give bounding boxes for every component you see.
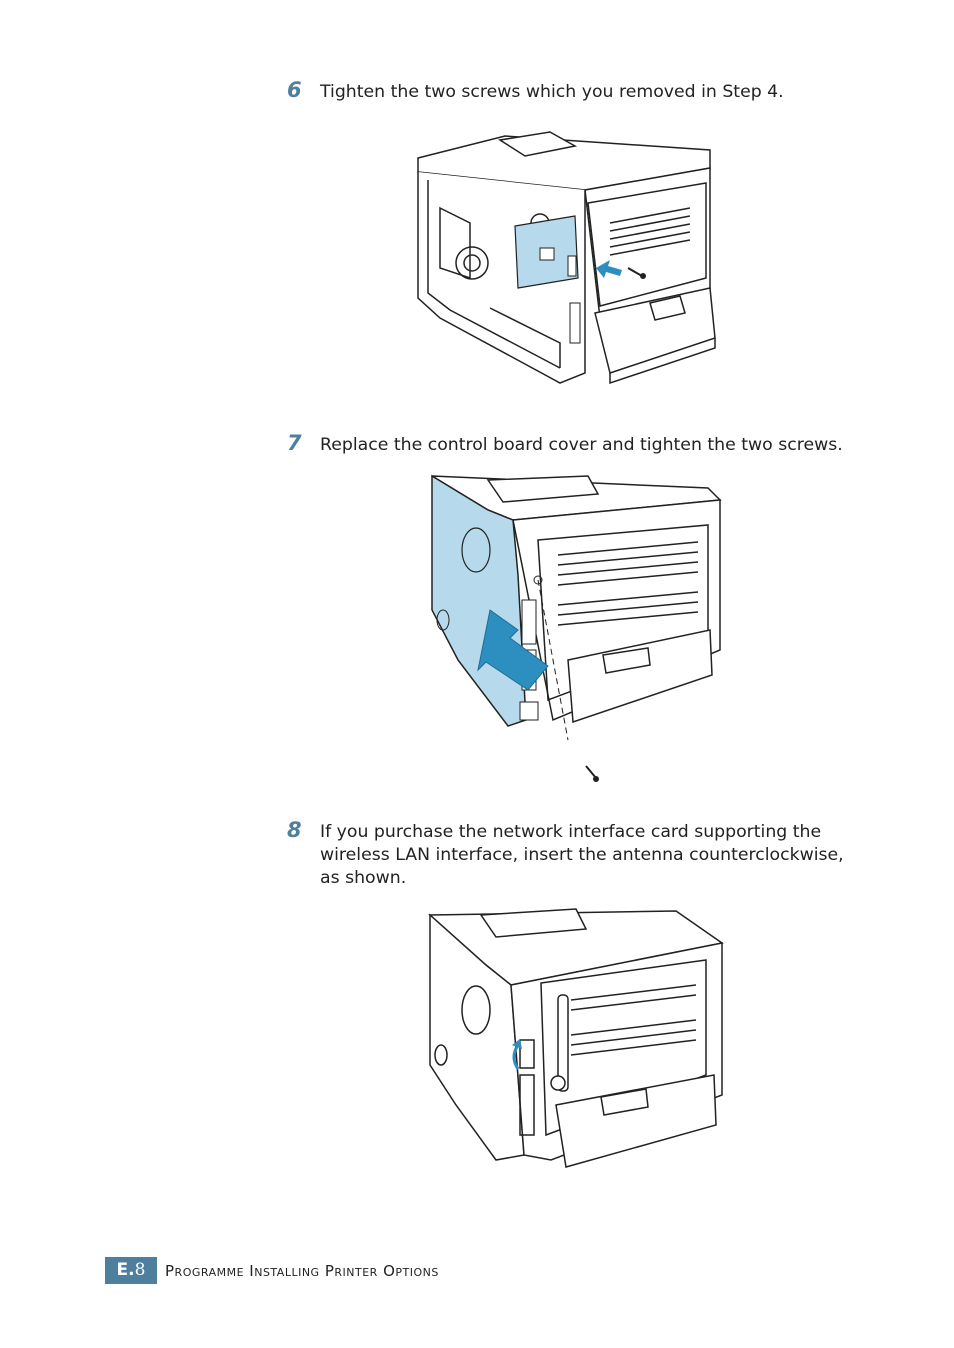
printer-cover-replace-illustration [431,474,722,782]
step-8-text: If you purchase the network interface ca… [320,822,844,888]
footer-section-title: Programme Installing Printer Options [165,1262,439,1280]
step-8-number: 8 [287,818,302,842]
page-number: 8 [134,1260,146,1280]
step-6-text: Tighten the two screws which you removed… [320,82,784,102]
printer-antenna-illustration [428,908,724,1168]
appendix-letter: E. [116,1260,135,1280]
page-number-badge: E.8 [105,1257,157,1284]
step-7-number: 7 [287,431,302,455]
step-6-number: 6 [287,78,302,102]
step-7-text: Replace the control board cover and tigh… [320,435,843,455]
printer-open-board-illustration [417,131,716,385]
